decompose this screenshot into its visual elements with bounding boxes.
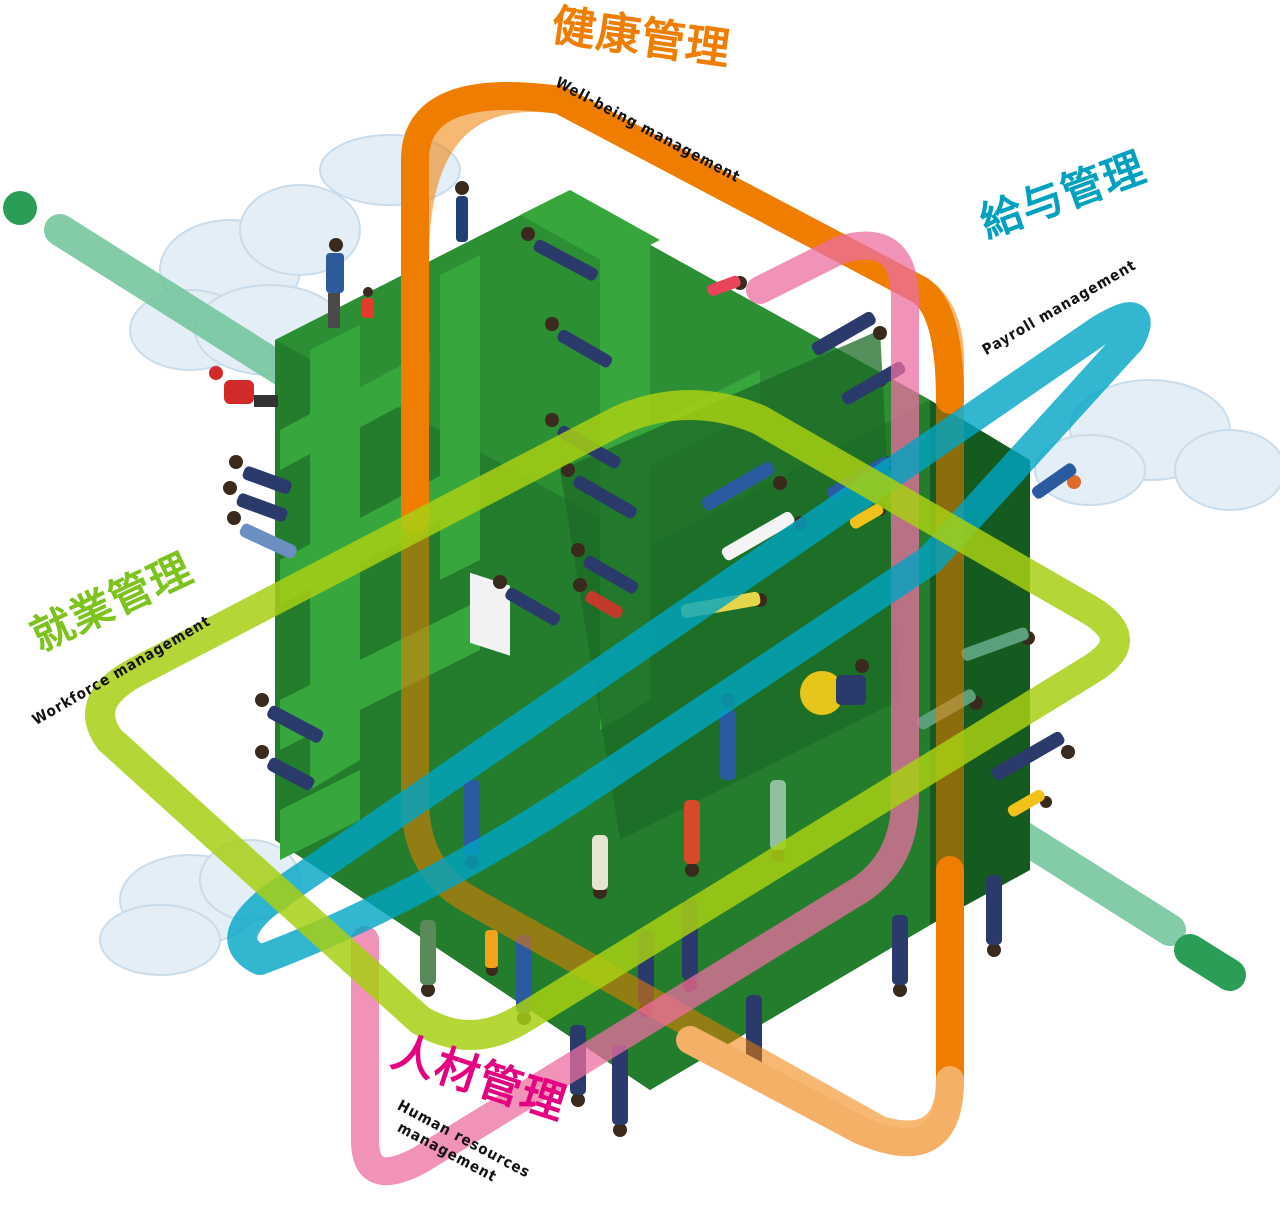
person [255, 745, 315, 791]
person [455, 181, 469, 242]
orange-ring-bottom [676, 1026, 964, 1157]
label-hr: 人材管理 [385, 1026, 580, 1130]
person [961, 627, 1035, 661]
person [841, 361, 906, 405]
person [420, 920, 436, 997]
person [836, 659, 869, 705]
person [612, 1045, 628, 1137]
person [362, 287, 374, 318]
person [209, 366, 278, 407]
person [485, 930, 498, 976]
person [227, 511, 297, 559]
person [571, 543, 639, 594]
person [707, 275, 747, 296]
round-table [800, 671, 844, 715]
label-payroll: 給与管理 [974, 142, 1152, 247]
person [255, 693, 324, 743]
person [811, 311, 887, 356]
person [223, 481, 288, 522]
label-wellbeing: 健康管理 [548, 0, 735, 76]
person [684, 800, 700, 877]
person [592, 835, 608, 899]
person [991, 731, 1075, 781]
person [326, 238, 344, 328]
orange-ring-top [401, 82, 964, 534]
whiteboard [470, 572, 510, 656]
blue-ring [227, 302, 1151, 975]
person [892, 915, 908, 997]
person [1031, 463, 1081, 499]
person [521, 227, 599, 281]
person [986, 875, 1002, 957]
cloud-right [1034, 379, 1280, 511]
person [701, 461, 787, 511]
person [493, 575, 561, 626]
person [229, 455, 292, 494]
person [573, 578, 623, 619]
person [1007, 789, 1052, 817]
person [561, 463, 637, 519]
pink-ring [351, 231, 919, 1186]
person [545, 317, 613, 368]
lime-ring [85, 390, 1130, 1050]
